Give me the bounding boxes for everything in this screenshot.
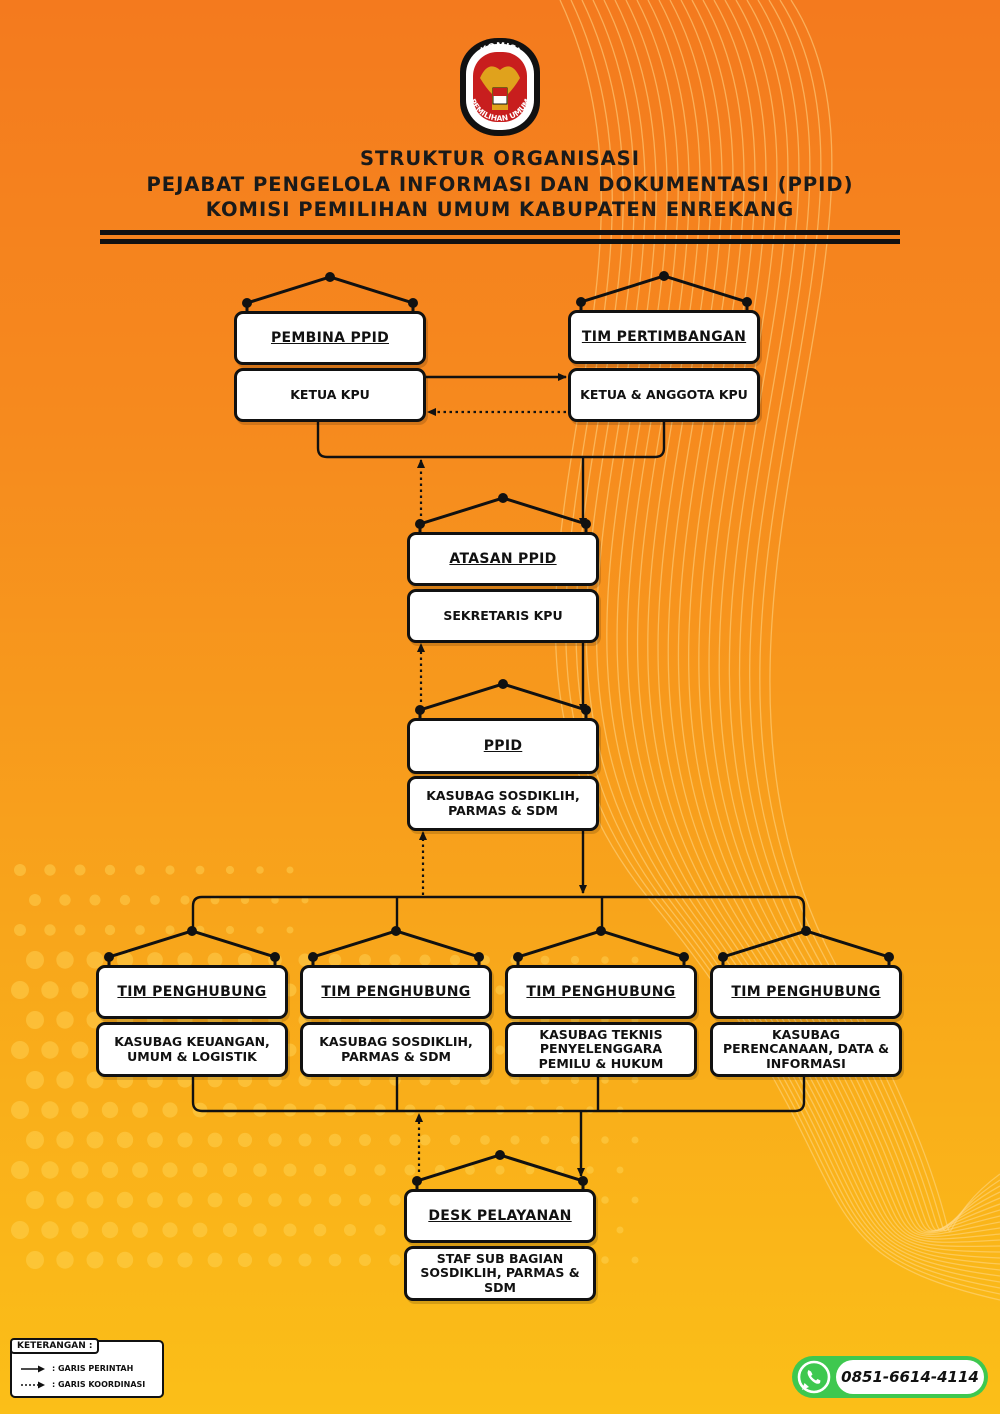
tim-penghubung-1-detail: KASUBAG KEUANGAN, UMUM & LOGISTIK [96,1022,288,1077]
title-rule-bottom [100,239,900,244]
desk-pelayanan-header: DESK PELAYANAN [404,1189,596,1243]
desk-pelayanan-detail: STAF SUB BAGIAN SOSDIKLIH, PARMAS & SDM [404,1246,596,1301]
title-line-1: STRUKTUR ORGANISASI [360,147,640,170]
tim-penghubung-2-header: TIM PENGHUBUNG [300,965,492,1019]
atasan-ppid-detail: SEKRETARIS KPU [407,589,599,643]
logo-top-text: KOMISI [479,42,520,57]
tim-penghubung-4-detail: KASUBAG PERENCANAAN, DATA & INFORMASI [710,1022,902,1077]
title-line-2: PEJABAT PENGELOLA INFORMASI DAN DOKUMENT… [146,173,854,196]
legend-coordination: : GARIS KOORDINASI [20,1380,145,1389]
ppid-header: PPID [407,718,599,774]
legend-command-label: : GARIS PERINTAH [52,1364,134,1373]
whatsapp-contact[interactable]: 0851-6614-4114 [792,1356,988,1398]
legend-title: KETERANGAN : [10,1338,100,1354]
title-line-3: KOMISI PEMILIHAN UMUM KABUPATEN ENREKANG [205,198,795,221]
pembina-ppid-header: PEMBINA PPID [234,311,426,365]
tim-pertimbangan-detail: KETUA & ANGGOTA KPU [568,368,760,422]
tim-penghubung-4-header: TIM PENGHUBUNG [710,965,902,1019]
legend: KETERANGAN : : GARIS PERINTAH : GARIS KO… [10,1338,164,1398]
tim-penghubung-3-detail: KASUBAG TEKNIS PENYELENGGARA PEMILU & HU… [505,1022,697,1077]
penghubung-top-bracket [191,895,806,930]
whatsapp-icon [797,1360,831,1394]
tim-penghubung-2-detail: KASUBAG SOSDIKLIH, PARMAS & SDM [300,1022,492,1077]
atasan-ppid-header: ATASAN PPID [407,532,599,586]
penghubung-bottom-bracket [191,1076,806,1113]
ppid-detail: KASUBAG SOSDIKLIH, PARMAS & SDM [407,776,599,831]
kpu-logo: KOMISI PEMILIHAN UMUM [460,38,540,136]
phone-number[interactable]: 0851-6614-4114 [836,1360,984,1394]
tim-penghubung-1-header: TIM PENGHUBUNG [96,965,288,1019]
tim-penghubung-3-header: TIM PENGHUBUNG [505,965,697,1019]
title-rule-top [100,230,900,235]
top-bracket-line [316,420,666,459]
legend-coordination-label: : GARIS KOORDINASI [52,1380,146,1389]
legend-command: : GARIS PERINTAH [20,1364,133,1373]
solid-arrow-icon [21,1365,45,1372]
tim-pertimbangan-header: TIM PERTIMBANGAN [568,310,760,364]
dotted-arrow-icon [21,1381,45,1388]
pembina-ppid-detail: KETUA KPU [234,368,426,422]
connector-lines [191,373,806,1177]
coordination-lines [415,408,566,1172]
